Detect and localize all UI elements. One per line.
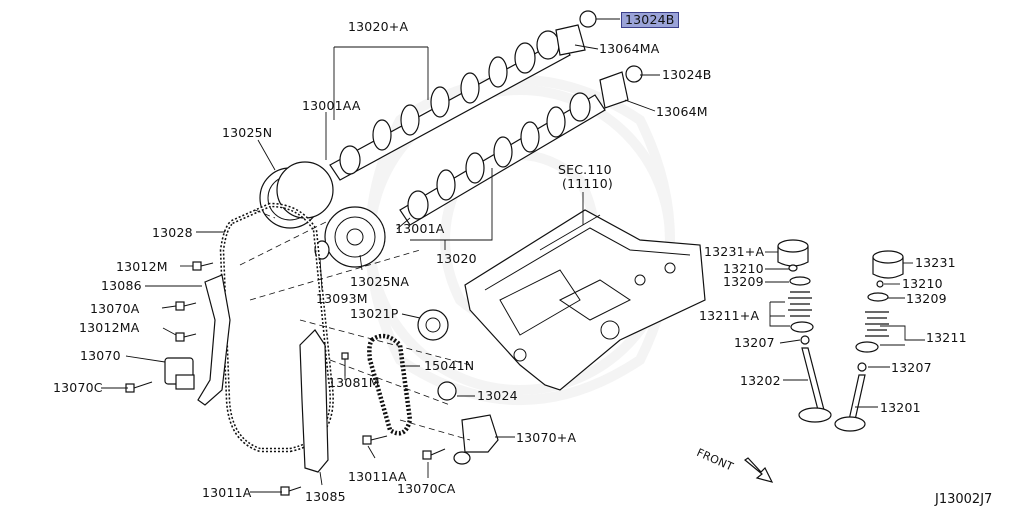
label-13209-left[interactable]: 13209 bbox=[723, 274, 764, 289]
seal-plate-upper bbox=[555, 10, 597, 56]
sprocket-13025na bbox=[314, 206, 386, 268]
timing-chain bbox=[219, 202, 334, 453]
seal-plate-lower bbox=[599, 65, 643, 109]
label-13207-right[interactable]: 13207 bbox=[891, 360, 932, 375]
label-13211[interactable]: 13211 bbox=[926, 330, 967, 345]
label-13070[interactable]: 13070 bbox=[80, 348, 121, 363]
label-sec-110[interactable]: SEC.110 bbox=[558, 162, 612, 177]
label-13231[interactable]: 13231 bbox=[915, 255, 956, 270]
label-13020a[interactable]: 13020+A bbox=[348, 19, 409, 34]
label-13024[interactable]: 13024 bbox=[477, 388, 518, 403]
label-13021p[interactable]: 13021P bbox=[350, 306, 399, 321]
label-13210-right[interactable]: 13210 bbox=[902, 276, 943, 291]
crank-pulley-13024 bbox=[437, 381, 457, 401]
label-13070pa[interactable]: 13070+A bbox=[516, 430, 577, 445]
sprocket-13025n bbox=[259, 161, 334, 229]
label-13024b[interactable]: 13024B bbox=[662, 67, 712, 82]
label-13025n[interactable]: 13025N bbox=[222, 125, 273, 140]
label-13028[interactable]: 13028 bbox=[152, 225, 193, 240]
chain-guide-13085 bbox=[299, 329, 329, 473]
label-13020[interactable]: 13020 bbox=[436, 251, 477, 266]
cylinder-head bbox=[464, 209, 706, 391]
label-13093m[interactable]: 13093M bbox=[316, 291, 368, 306]
camshaft-lower bbox=[399, 92, 606, 226]
label-13202[interactable]: 13202 bbox=[740, 373, 781, 388]
alignment-lines bbox=[239, 209, 471, 441]
label-13207-left[interactable]: 13207 bbox=[734, 335, 775, 350]
label-13024b-highlighted[interactable]: 13024B bbox=[621, 12, 679, 28]
label-13001aa[interactable]: 13001AA bbox=[302, 98, 361, 113]
label-13209-right[interactable]: 13209 bbox=[906, 291, 947, 306]
label-13011aa[interactable]: 13011AA bbox=[348, 469, 407, 484]
label-13070c[interactable]: 13070C bbox=[53, 380, 103, 395]
label-13081m[interactable]: 13081M bbox=[328, 375, 380, 390]
front-arrow-icon bbox=[743, 457, 774, 483]
diagram-code: J13002J7 bbox=[935, 492, 993, 507]
label-13011a[interactable]: 13011A bbox=[202, 485, 252, 500]
label-13070a[interactable]: 13070A bbox=[90, 301, 140, 316]
sprocket-13021p bbox=[417, 309, 449, 341]
label-13211a[interactable]: 13211+A bbox=[699, 308, 760, 323]
label-13001a[interactable]: 13001A bbox=[395, 221, 445, 236]
label-13201[interactable]: 13201 bbox=[880, 400, 921, 415]
valve-train-intake bbox=[777, 239, 832, 423]
label-13064m[interactable]: 13064M bbox=[656, 104, 708, 119]
label-15041n[interactable]: 15041N bbox=[424, 358, 475, 373]
label-13070ca[interactable]: 13070CA bbox=[397, 481, 456, 496]
tensioner-13070a bbox=[453, 414, 499, 465]
label-13064ma[interactable]: 13064MA bbox=[599, 41, 660, 56]
chain-guide-13086 bbox=[197, 274, 231, 406]
label-13012m[interactable]: 13012M bbox=[116, 259, 168, 274]
leader-lines bbox=[101, 18, 925, 493]
label-13086[interactable]: 13086 bbox=[101, 278, 142, 293]
label-13025na[interactable]: 13025NA bbox=[350, 274, 410, 289]
valve-train-exhaust bbox=[834, 250, 904, 432]
label-13210-left[interactable]: 13210 bbox=[723, 261, 764, 276]
label-sec-110-sub: (11110) bbox=[562, 176, 613, 191]
bolts bbox=[125, 261, 446, 496]
label-13012ma[interactable]: 13012MA bbox=[79, 320, 140, 335]
tensioner-13070 bbox=[164, 357, 195, 390]
label-13231a[interactable]: 13231+A bbox=[704, 244, 765, 259]
label-13085[interactable]: 13085 bbox=[305, 489, 346, 504]
camshaft-upper bbox=[329, 30, 571, 181]
